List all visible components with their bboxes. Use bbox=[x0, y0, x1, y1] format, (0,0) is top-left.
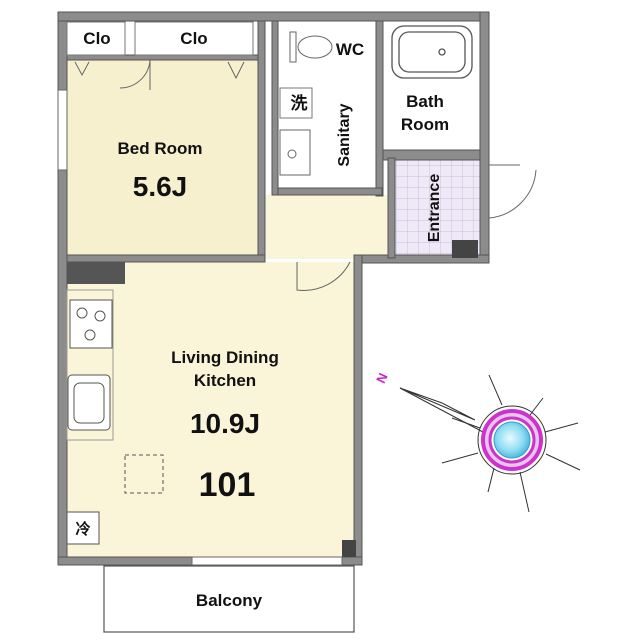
hall-floor bbox=[266, 195, 394, 259]
bedroom-label: Bed Room bbox=[118, 139, 203, 158]
laundry-label: 洗 bbox=[291, 93, 308, 113]
vanity-icon bbox=[279, 129, 311, 176]
ldk-size: 10.9J bbox=[190, 408, 260, 439]
pillar-ldk bbox=[342, 540, 356, 557]
stove-icon bbox=[69, 299, 113, 349]
sanitary-label: Sanitary bbox=[336, 103, 353, 166]
kitchen-counter bbox=[66, 289, 114, 441]
bedroom-size: 5.6J bbox=[133, 171, 188, 202]
entrance-door bbox=[488, 164, 537, 219]
unit-number: 101 bbox=[199, 466, 256, 504]
closet-right bbox=[134, 21, 254, 56]
balcony-floor bbox=[103, 565, 355, 633]
ldk-floor bbox=[67, 262, 354, 558]
windows bbox=[57, 89, 343, 566]
ldk-label-line2: Kitchen bbox=[194, 371, 256, 390]
dashed-area bbox=[124, 454, 164, 494]
compass-north-label: N bbox=[373, 371, 391, 386]
entrance-floor bbox=[395, 160, 480, 255]
bath-label-line2: Room bbox=[401, 115, 449, 134]
ldk-label-line1: Living Dining bbox=[171, 348, 279, 367]
wc-label: WC bbox=[336, 40, 364, 59]
bathtub-icon bbox=[391, 25, 473, 79]
toilet-icon bbox=[289, 31, 333, 63]
compass-icon bbox=[399, 374, 581, 513]
closet-left-label: Clo bbox=[83, 29, 110, 48]
fridge-label: 冷 bbox=[75, 520, 90, 538]
closet-right-label: Clo bbox=[180, 29, 207, 48]
entrance-label: Entrance bbox=[426, 174, 443, 243]
fridge-space bbox=[66, 511, 100, 545]
washer-space bbox=[279, 87, 313, 119]
ldk-door bbox=[296, 261, 351, 291]
balcony-label: Balcony bbox=[196, 591, 263, 610]
closet-left bbox=[66, 21, 126, 56]
pillar-bedroom bbox=[67, 262, 125, 284]
bath-label-line1: Bath bbox=[406, 92, 444, 111]
closet-doors bbox=[74, 61, 245, 80]
bedroom-door bbox=[119, 59, 151, 90]
kitchen-sink-icon bbox=[67, 374, 111, 431]
pillar-entrance bbox=[452, 240, 478, 258]
bedroom-floor bbox=[67, 60, 258, 278]
